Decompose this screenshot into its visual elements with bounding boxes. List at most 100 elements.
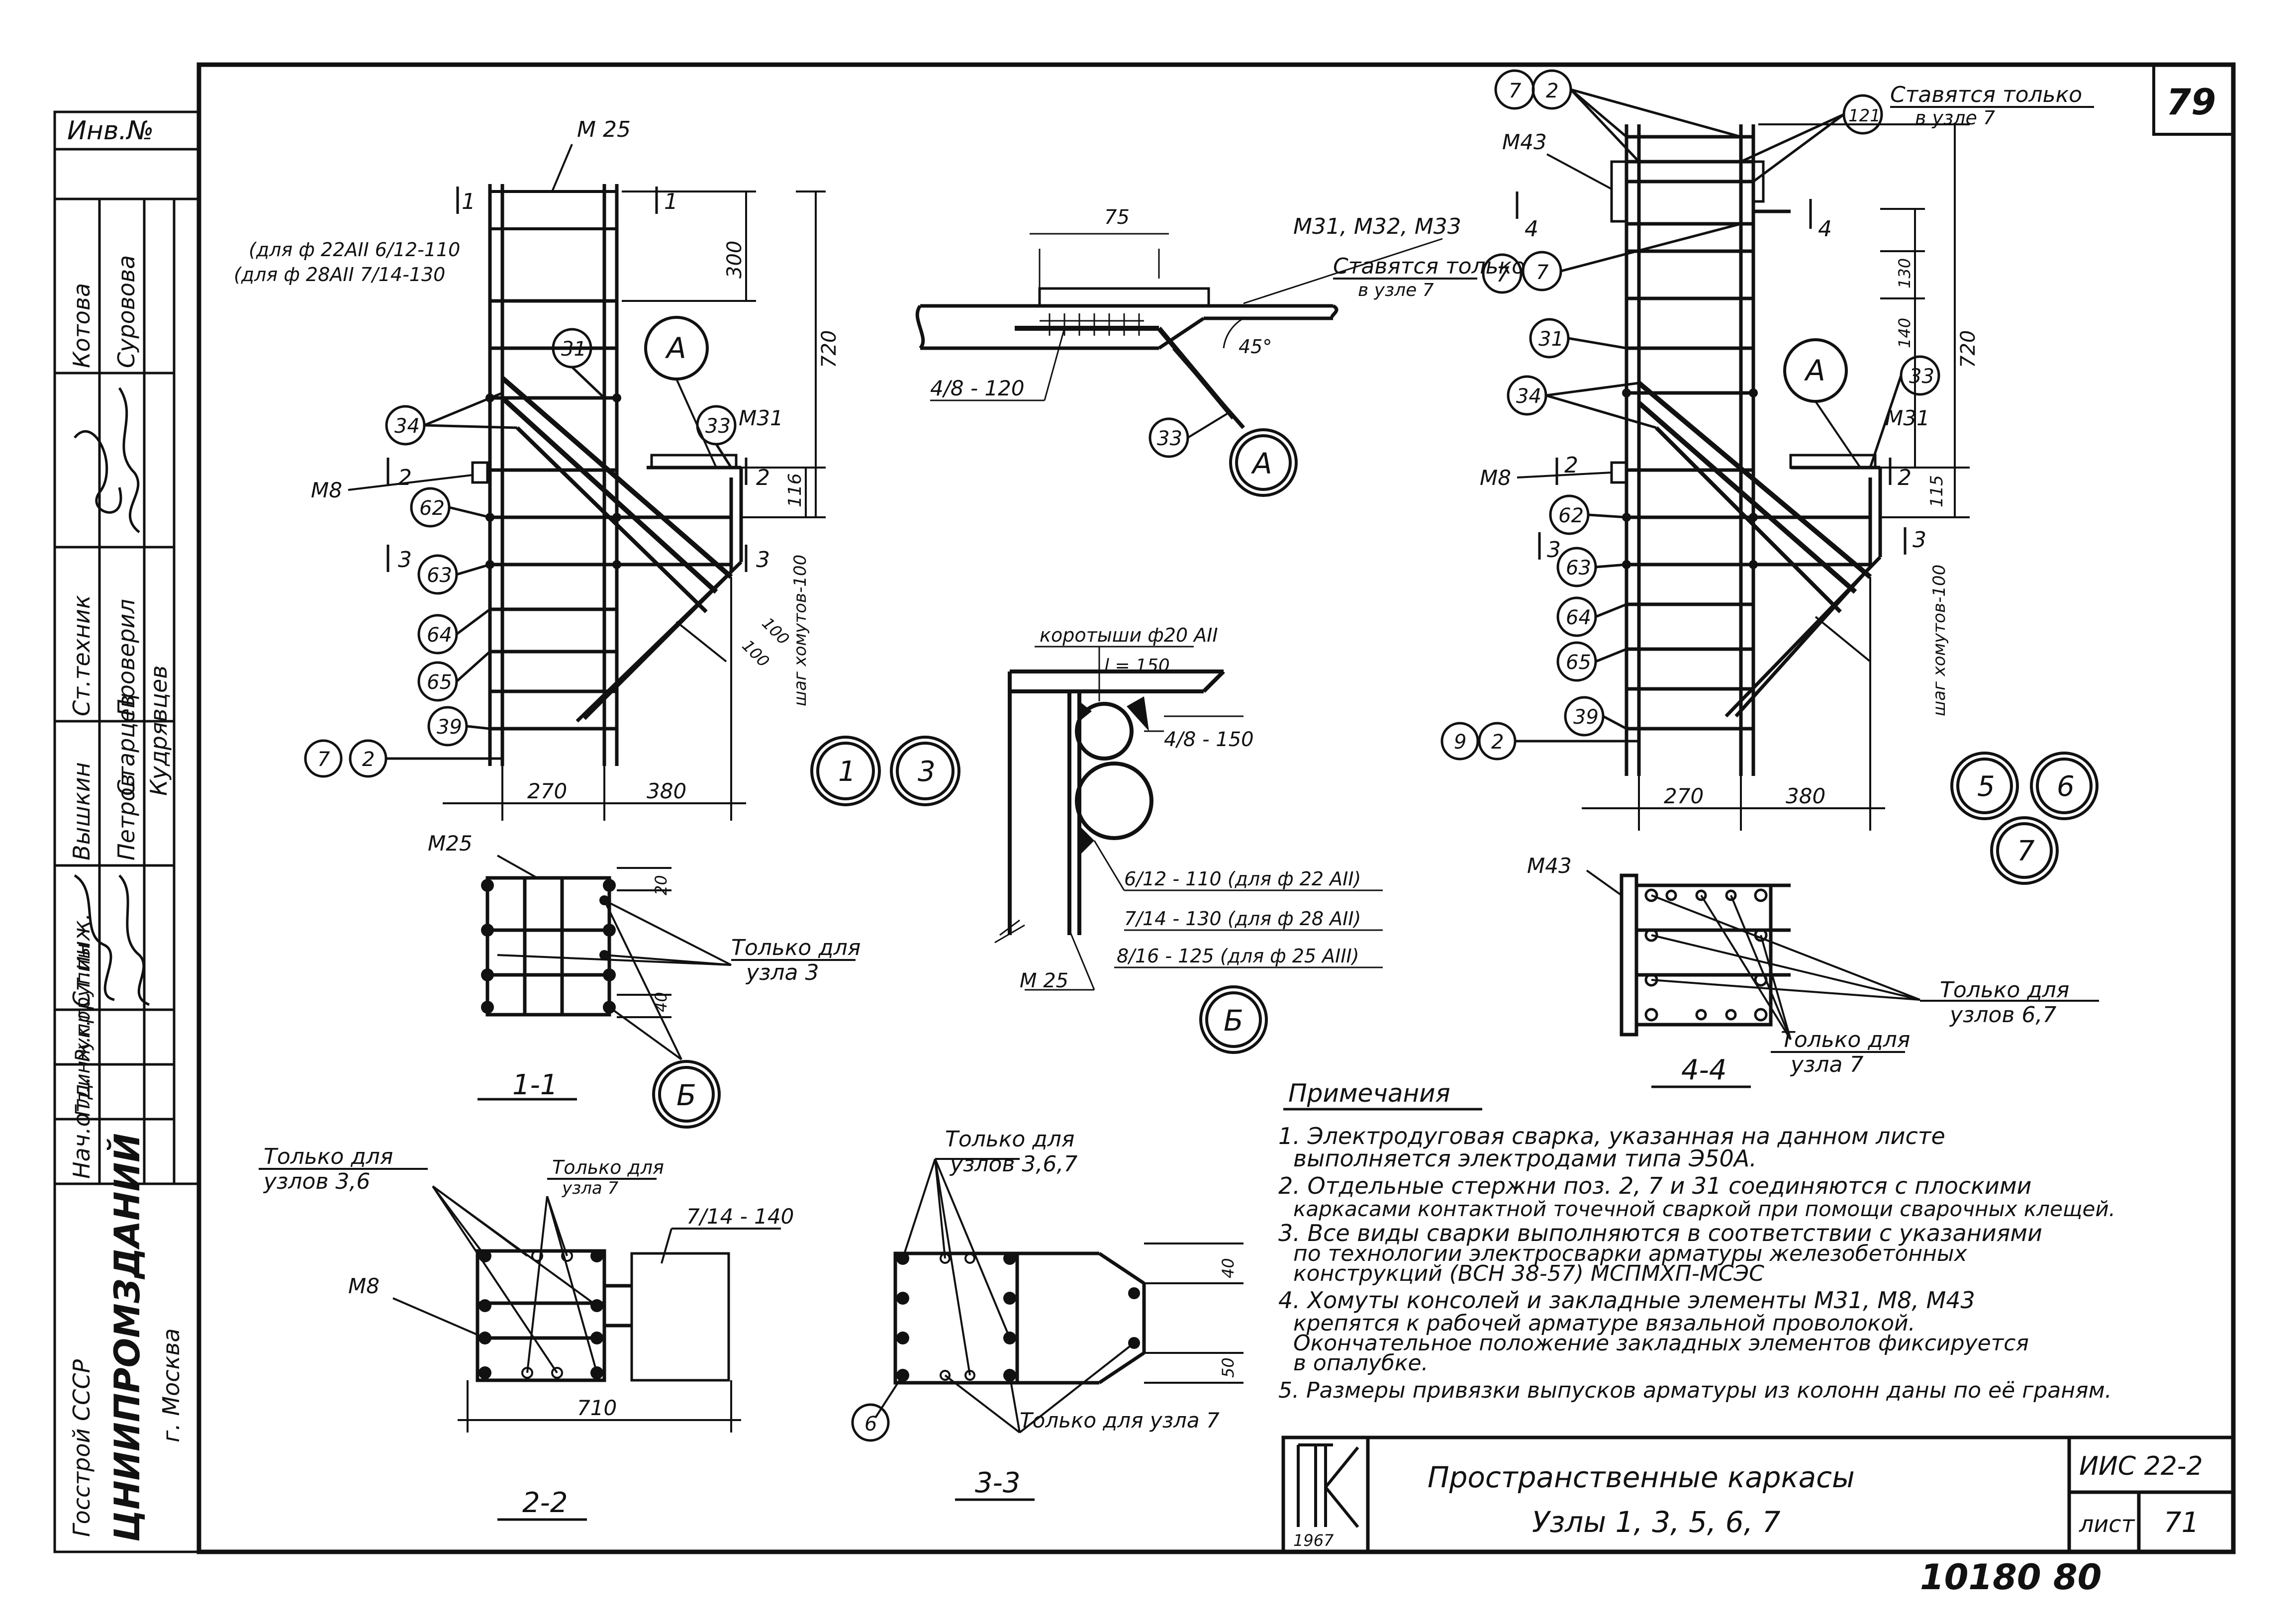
note-line: крепятся к рабочей арматуре вязальной пр… — [1293, 1311, 1915, 1336]
balloon-34: 34 — [394, 415, 420, 438]
stamp-names: Вышкин Петров Старцев Кудрявцев Проверил… — [68, 255, 172, 860]
right-balloon-7b: 7 — [1536, 261, 1549, 284]
dim-100a: 100 — [738, 636, 773, 671]
left-elevation: М 25 (для ф 22АII 6/12-110 (для ф 28АII … — [234, 117, 960, 821]
s44-only-4: узла 7 — [1790, 1052, 1864, 1077]
dim-100b: 100 — [758, 614, 793, 649]
right-dim-130: 130 — [1895, 258, 1914, 288]
s22-only-3: Только для — [552, 1156, 664, 1178]
dim-270: 270 — [527, 779, 567, 803]
section-1-1: М25 Только для узла 3 20 40 1-1 Б — [428, 831, 861, 1129]
s22-weld: 7/14 - 140 — [686, 1204, 794, 1229]
note-line: в опалубке. — [1293, 1350, 1429, 1376]
stamp-role: Ст.инж. — [68, 913, 95, 1007]
s11-only-1: Только для — [731, 935, 861, 960]
detail-b-short-bars: коротыши ф20 АII — [1040, 624, 1218, 646]
stamp-name: Старцев — [113, 695, 140, 796]
detail-a-angle: 45° — [1239, 336, 1272, 358]
detail-b-weld-2: 6/12 - 110 (для ф 22 АII) — [1124, 868, 1361, 890]
dim-116: 116 — [785, 473, 805, 507]
right-balloon-64: 64 — [1566, 606, 1591, 629]
detail-b-m25: М 25 — [1020, 969, 1068, 992]
balloon-65: 65 — [427, 671, 452, 694]
node-circles-right — [1950, 752, 2099, 885]
s33-balloon: 6 — [864, 1413, 877, 1435]
stamp-roles: Нач.отд. Гл.инж.пр. Рук.группы Ст.инж. С… — [68, 595, 95, 1179]
right-balloon-65: 65 — [1566, 651, 1591, 674]
right-balloon-34: 34 — [1516, 385, 1541, 408]
cut-marks-right: 4 4 2 2 3 3 — [1516, 191, 1926, 563]
m31-label: М31 — [739, 406, 783, 430]
sheet-number-top: 79 — [2166, 81, 2216, 123]
section-4-4: М43 Только для узлов 6,7 Только для узла… — [1527, 854, 2099, 1088]
detail-a-refs: М31, М32, М33 — [1293, 214, 1461, 239]
right-detail-a-label: А — [1804, 354, 1825, 387]
s11-dim-20: 20 — [652, 875, 670, 895]
s22-dim-710: 710 — [577, 1396, 617, 1420]
right-balloon-31: 31 — [1538, 328, 1564, 351]
right-elevation: М43 Ставятся только в узле 7 720 115 130… — [1440, 69, 2099, 885]
balloon-33: 33 — [705, 415, 731, 438]
title-line-1: Пространственные каркасы — [1428, 1460, 1855, 1494]
s44-only-3: Только для — [1781, 1027, 1910, 1052]
cut-mark: 1 — [664, 189, 678, 214]
stamp-name: Кудрявцев — [145, 666, 172, 796]
notes: Примечания 1. Электродуговая сварка, ука… — [1278, 1079, 2115, 1403]
right-balloon-62: 62 — [1558, 504, 1584, 527]
stamp-name: Проверил — [113, 599, 140, 716]
inventory-label: Инв.№ — [67, 116, 154, 146]
right-balloon-2b: 2 — [1491, 731, 1504, 754]
section-3-3: Только для узлов 3,6,7 Только для узла 7… — [851, 1127, 1244, 1501]
note-line: каркасами контактной точечной сваркой пр… — [1293, 1197, 2115, 1221]
right-step-label: шаг хомутов-100 — [1929, 565, 1949, 716]
detail-a-note-2: в узле 7 — [1358, 280, 1434, 300]
note-line: 4. Хомуты консолей и закладные элементы … — [1278, 1287, 1975, 1314]
balloon-63: 63 — [427, 564, 452, 587]
note-line: 3. Все виды сварки выполняются в соответ… — [1278, 1220, 2042, 1246]
s11-only-2: узла 3 — [745, 960, 819, 985]
detail-b-weld-1: 4/8 - 150 — [1164, 728, 1254, 751]
s22-only-1: Только для — [264, 1144, 393, 1169]
s22-only-4: узла 7 — [562, 1178, 619, 1198]
stamp-signatures — [74, 387, 150, 1006]
right-balloon-121: 121 — [1848, 106, 1881, 126]
right-only-node7-2: в узле 7 — [1915, 107, 1995, 129]
s22-only-2: узлов 3,6 — [263, 1169, 370, 1194]
balloons-right — [1440, 69, 1940, 761]
m8-label: М8 — [311, 478, 342, 502]
detail-a-callout-label: А — [665, 331, 686, 365]
note-line: 5. Размеры привязки выпусков арматуры из… — [1278, 1378, 2112, 1403]
cut-mark: 3 — [1913, 527, 1926, 553]
right-balloon-39: 39 — [1573, 706, 1599, 729]
stamp-role: Ст.техник — [68, 595, 95, 716]
s44-title: 4-4 — [1681, 1054, 1726, 1086]
dim-720: 720 — [818, 330, 841, 368]
right-dim-270: 270 — [1664, 784, 1704, 808]
s33-only-1: Только для — [945, 1127, 1074, 1152]
step-label: шаг хомутов-100 — [790, 555, 810, 706]
tk-logo-year: 1967 — [1293, 1531, 1334, 1550]
detail-b-weld-4: 8/16 - 125 (для ф 25 АIII) — [1117, 945, 1359, 967]
detail-b-length: l = 150 — [1104, 656, 1170, 676]
balloon-7: 7 — [317, 748, 330, 771]
s22-title: 2-2 — [522, 1487, 568, 1519]
detail-a-label: А — [1250, 447, 1272, 480]
stamp-role: Гл.инж.пр. — [72, 1004, 95, 1117]
right-balloon-2a: 2 — [1546, 80, 1558, 102]
note-line: Окончательное положение закладных элемен… — [1293, 1331, 2029, 1356]
detail-b-label: Б — [1224, 1004, 1244, 1038]
cut-marks-left: 1 1 2 2 3 3 — [386, 187, 770, 572]
s11-title: 1-1 — [512, 1069, 558, 1101]
dia-note-2: (для ф 28АII 7/14-130 — [234, 264, 445, 286]
balloon-2: 2 — [362, 748, 375, 771]
stamp-name: Вышкин — [68, 762, 95, 860]
stamp-role: Рук.группы — [72, 943, 95, 1062]
detail-a: 75 М31, М32, М33 Ставятся только в узле … — [915, 206, 1525, 497]
org-city: г. Москва — [158, 1328, 185, 1442]
right-m43: М43 — [1502, 130, 1547, 154]
cut-mark: 3 — [398, 547, 412, 572]
right-m31: М31 — [1885, 406, 1930, 430]
cut-mark: 4 — [1818, 216, 1832, 242]
right-balloon-9: 9 — [1454, 731, 1466, 754]
